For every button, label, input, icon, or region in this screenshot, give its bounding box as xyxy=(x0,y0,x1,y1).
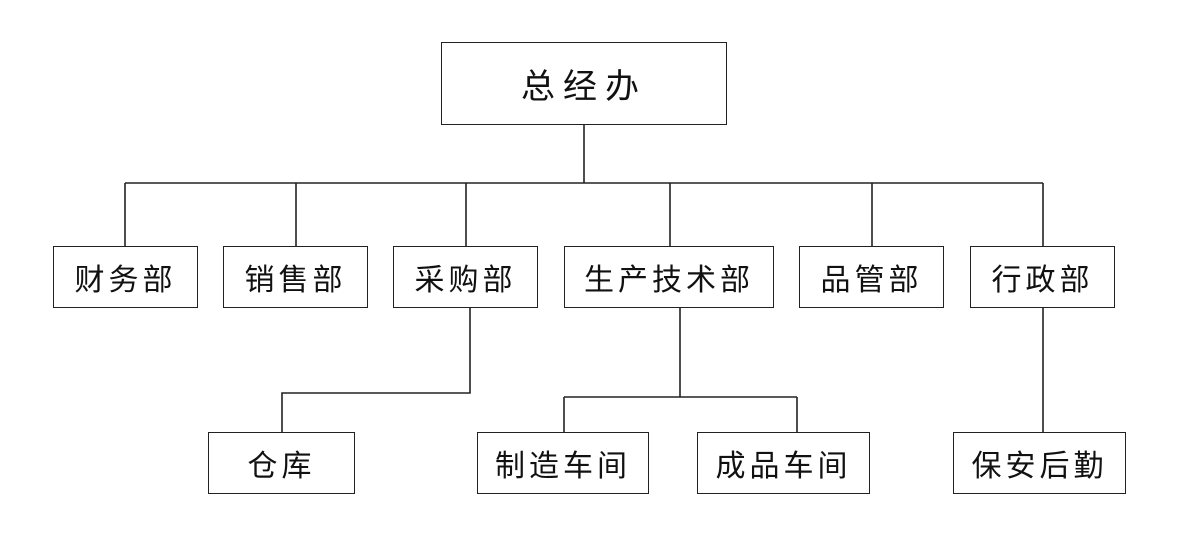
node-label: 仓库 xyxy=(247,449,316,484)
node-label: 制造车间 xyxy=(495,449,631,484)
node-production-technology: 生产技术部 xyxy=(564,246,774,308)
node-quality-control: 品管部 xyxy=(799,246,944,308)
node-general-office: 总经办 xyxy=(441,42,727,125)
node-manufacturing-workshop: 制造车间 xyxy=(477,432,649,494)
node-finance: 财务部 xyxy=(53,246,198,308)
node-purchasing: 采购部 xyxy=(393,246,538,308)
node-finished-goods-workshop: 成品车间 xyxy=(697,432,870,494)
node-sales: 销售部 xyxy=(223,246,368,308)
node-security-logistics: 保安后勤 xyxy=(953,432,1126,494)
node-administration: 行政部 xyxy=(970,246,1115,308)
node-label: 成品车间 xyxy=(715,449,852,484)
node-warehouse: 仓库 xyxy=(208,432,355,494)
node-label: 行政部 xyxy=(991,263,1094,298)
node-label: 品管部 xyxy=(820,263,923,298)
connector-purchasing-to-warehouse xyxy=(281,308,471,432)
node-label: 财务部 xyxy=(74,263,177,298)
node-label: 总经办 xyxy=(521,67,647,107)
node-label: 销售部 xyxy=(244,263,347,298)
node-label: 采购部 xyxy=(414,263,517,298)
node-label: 保安后勤 xyxy=(971,449,1108,484)
node-label: 生产技术部 xyxy=(584,263,754,298)
